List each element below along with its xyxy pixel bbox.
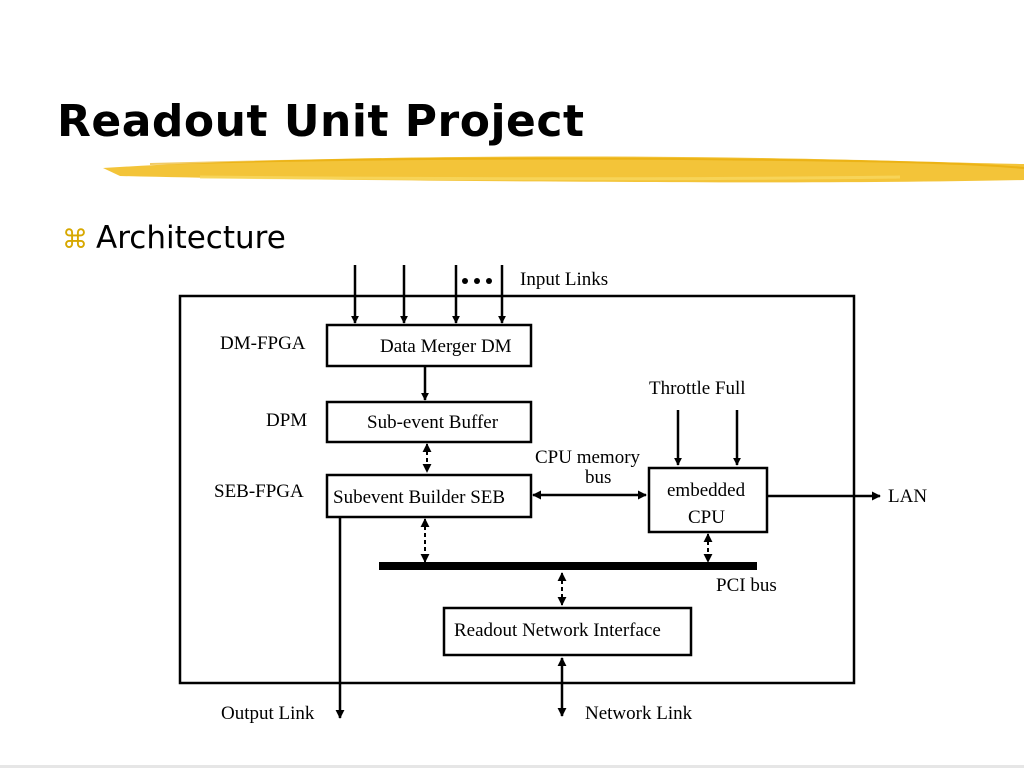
dpm-label: DPM [266, 410, 307, 431]
data-merger-label: Data Merger DM [380, 336, 512, 357]
readout-network-interface-block [442, 606, 693, 657]
bullet-architecture: ⌘ Architecture [62, 220, 286, 256]
cpu-memory-bus-label-line1: CPU memory [535, 447, 641, 468]
pci-bus-bar [379, 562, 757, 570]
cpu-memory-bus-label-line2: bus [585, 467, 611, 488]
network-link-label: Network Link [585, 703, 693, 724]
embedded-cpu-label-line2: CPU [688, 507, 725, 528]
pci-bus-label: PCI bus [716, 575, 777, 596]
slide-bottom-border [0, 765, 1024, 768]
dm-fpga-label: DM-FPGA [220, 333, 306, 354]
subevent-builder-label: Subevent Builder SEB [333, 487, 505, 508]
readout-unit-frame [178, 294, 856, 685]
embedded-cpu-block [647, 466, 769, 534]
subevent-buffer-block [325, 400, 533, 444]
lan-label: LAN [888, 486, 927, 507]
bullet-text: Architecture [96, 220, 286, 256]
subevent-buffer-label: Sub-event Buffer [367, 412, 499, 433]
slide-title: Readout Unit Project [57, 96, 585, 147]
readout-network-interface-label: Readout Network Interface [454, 620, 661, 641]
embedded-cpu-label-line1: embedded [667, 480, 746, 501]
brush-underline [103, 156, 1024, 183]
input-link-arrows [351, 265, 506, 324]
input-links-label: Input Links [520, 269, 608, 290]
throttle-full-label: Throttle Full [649, 378, 746, 399]
seb-fpga-label: SEB-FPGA [214, 481, 304, 502]
command-bullet-icon: ⌘ [62, 225, 88, 255]
output-link-label: Output Link [221, 703, 315, 724]
data-merger-block [325, 323, 533, 368]
subevent-builder-block [325, 473, 533, 519]
